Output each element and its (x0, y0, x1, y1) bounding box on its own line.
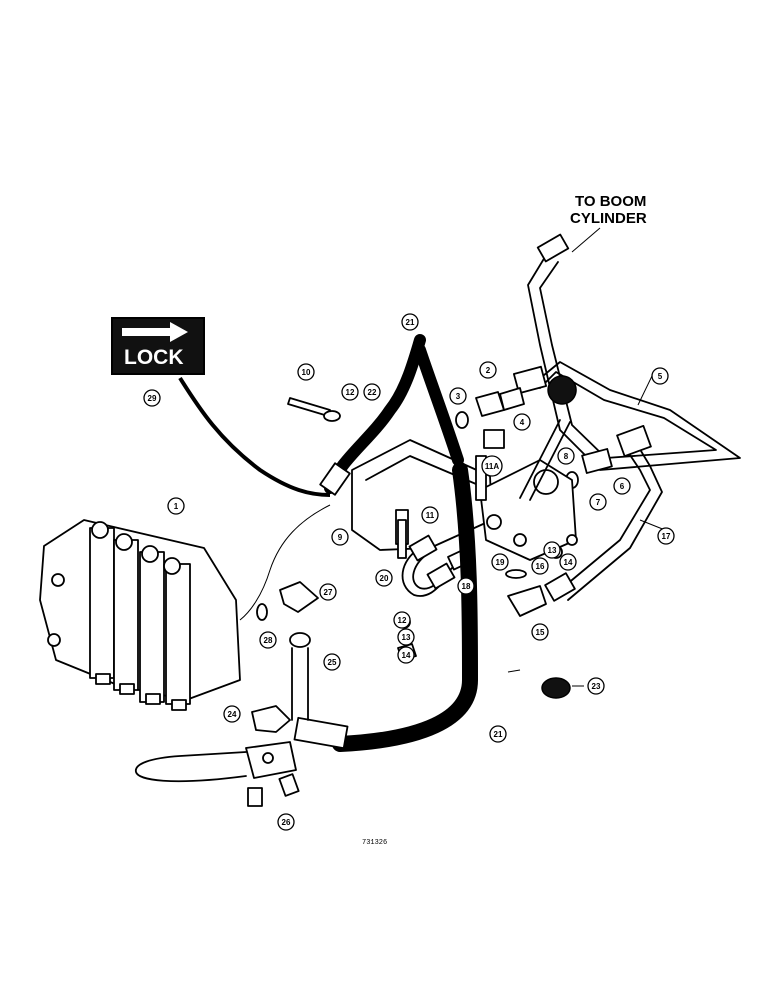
callout-23: 23 (587, 677, 605, 695)
callout-29: 29 (143, 389, 161, 407)
callout-24: 24 (223, 705, 241, 723)
leader-17 (639, 519, 666, 531)
callout-label: 14 (402, 651, 411, 660)
callout-label: 18 (462, 582, 471, 591)
heading-leader (571, 227, 601, 253)
control-valve-bank-1 (39, 519, 241, 711)
fittings-upper-right (455, 365, 652, 489)
callout-1: 1 (167, 497, 185, 515)
callout-3: 3 (449, 387, 467, 405)
callout-12: 12 (393, 611, 411, 629)
callout-14: 14 (397, 646, 415, 664)
callout-21: 21 (401, 313, 419, 331)
callout-label: 11 (426, 511, 435, 520)
callout-label: 25 (328, 658, 337, 667)
callout-label: 4 (520, 418, 525, 427)
callout-14: 14 (559, 553, 577, 571)
callout-label: 28 (264, 636, 273, 645)
callout-10: 10 (297, 363, 315, 381)
callout-label: 7 (596, 498, 601, 507)
callout-13: 13 (543, 541, 561, 559)
callout-18: 18 (457, 577, 475, 595)
callout-label: 8 (564, 452, 569, 461)
callout-label: 5 (658, 372, 663, 381)
cap-23 (507, 669, 584, 699)
callout-11: 11 (421, 506, 439, 524)
callout-label: 21 (494, 730, 503, 739)
callout-16: 16 (531, 557, 549, 575)
boom-cylinder-heading: TO BOOM CYLINDER (570, 193, 647, 253)
callout-17: 17 (657, 527, 675, 545)
leader-5 (637, 375, 653, 406)
callout-21: 21 (489, 725, 507, 743)
callout-label: 13 (548, 546, 557, 555)
callout-2: 2 (479, 361, 497, 379)
callout-20: 20 (375, 569, 393, 587)
callout-4: 4 (513, 413, 531, 431)
callout-label: 29 (148, 394, 157, 403)
callout-label: 15 (536, 628, 545, 637)
callout-label: 20 (380, 574, 389, 583)
heading-line-2: CYLINDER (570, 210, 647, 227)
callout-label: 24 (228, 710, 237, 719)
decal-leader-line (239, 504, 331, 621)
bolt-10-washer-12 (287, 397, 341, 422)
heading-line-1: TO BOOM (575, 193, 646, 210)
callout-19: 19 (491, 553, 509, 571)
callout-12: 12 (341, 383, 359, 401)
callout-label: 1 (174, 502, 179, 511)
callout-5: 5 (651, 367, 669, 385)
callout-label: 11A (485, 462, 499, 471)
callout-label: 26 (282, 818, 291, 827)
tube-5 (527, 233, 741, 471)
callout-6: 6 (613, 477, 631, 495)
callout-label: 13 (402, 633, 411, 642)
callout-label: 14 (564, 558, 573, 567)
tube-25 (289, 632, 311, 721)
callout-label: 12 (346, 388, 355, 397)
tee-and-elbow-24 (135, 705, 300, 807)
callout-25: 25 (323, 653, 341, 671)
callout-label: 12 (398, 616, 407, 625)
callout-7: 7 (589, 493, 607, 511)
callout-label: 2 (486, 366, 491, 375)
callout-label: 6 (620, 482, 625, 491)
callout-label: 9 (338, 533, 343, 542)
callout-label: 21 (406, 318, 415, 327)
callout-label: 23 (592, 682, 601, 691)
callout-9: 9 (331, 528, 349, 546)
elbow-27 (256, 581, 319, 621)
callout-label: 22 (368, 388, 377, 397)
callout-label: 16 (536, 562, 545, 571)
callout-8: 8 (557, 447, 575, 465)
callout-label: 27 (324, 588, 333, 597)
callout-22: 22 (363, 383, 381, 401)
figure-number: 731326 (362, 839, 387, 847)
callout-label: 3 (456, 392, 461, 401)
lock-decal-text: LOCK (124, 346, 184, 369)
callout-15: 15 (531, 623, 549, 641)
callout-label: 17 (662, 532, 671, 541)
callout-13: 13 (397, 628, 415, 646)
callout-27: 27 (319, 583, 337, 601)
callout-label: 19 (496, 558, 505, 567)
tube-17 (544, 435, 666, 602)
callout-11a: 11A (481, 455, 503, 477)
hose-21-lower (293, 462, 479, 752)
callout-label: 10 (302, 368, 311, 377)
callout-28: 28 (259, 631, 277, 649)
lock-decal: LOCK (111, 317, 331, 497)
callout-26: 26 (277, 813, 295, 831)
right-arrow-icon (122, 322, 188, 342)
hoses-upper (319, 334, 464, 496)
